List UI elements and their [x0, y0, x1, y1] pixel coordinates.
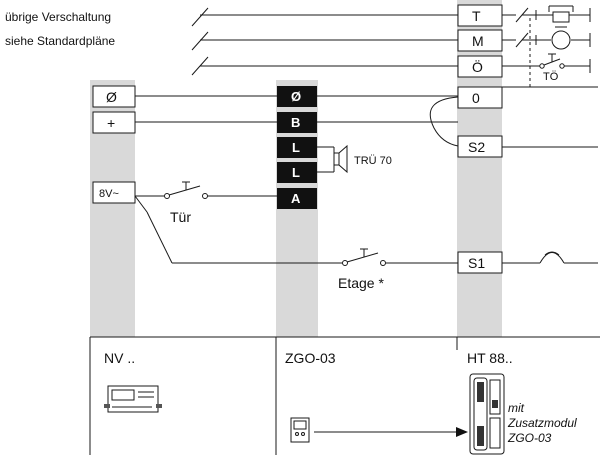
zgo-l1-label: L — [292, 140, 300, 155]
to-label: TÖ — [543, 71, 559, 83]
power-supply-icon — [104, 385, 162, 413]
terminal-T: T — [457, 4, 503, 27]
device-row — [89, 336, 600, 455]
s1-bell — [502, 251, 598, 264]
nv-plus-label: + — [107, 115, 115, 131]
zgo-device-label: ZGO-03 — [285, 350, 336, 366]
terminal-M: M — [457, 29, 503, 52]
terminal-S1-label: S1 — [468, 255, 485, 271]
door-switch-label: Tür — [170, 209, 191, 225]
zgo-l2-label: L — [292, 165, 300, 180]
terminal-0: 0 — [457, 86, 503, 109]
zgo-oslash-label: Ø — [291, 89, 301, 104]
terminal-nv-plus: + — [92, 111, 136, 134]
zgo-module-icon — [290, 417, 310, 443]
floor-switch-label: Etage * — [338, 275, 384, 291]
terminal-0-label: 0 — [472, 90, 480, 106]
upper-wires — [191, 7, 458, 76]
t-switch-symbol — [502, 5, 591, 23]
note-line-1: übrige Verschaltung — [5, 10, 111, 24]
speaker-label: TRÜ 70 — [354, 155, 392, 167]
addon-line-1: mit — [508, 401, 525, 415]
terminal-M-label: M — [472, 33, 484, 49]
nv-device-label: NV .. — [104, 350, 135, 366]
zgo-terminals: Ø B L L A — [277, 86, 317, 209]
zgo-a-label: A — [291, 191, 301, 206]
oe-switch-symbol: TÖ — [502, 53, 591, 83]
note-line-2: siehe Standardpläne — [5, 34, 115, 48]
terminal-nv-oslash: Ø — [92, 85, 136, 108]
terminal-S2: S2 — [457, 135, 503, 158]
door-switch: Tür — [135, 181, 277, 225]
terminal-S1: S1 — [457, 251, 503, 274]
ht-device-label: HT 88.. — [467, 350, 513, 366]
terminal-OE-label: Ö — [472, 58, 483, 75]
floor-switch: Etage * — [134, 195, 458, 291]
zero-bus — [502, 18, 598, 88]
bridge-0-s2 — [429, 96, 459, 147]
addon-line-2: Zusatzmodul — [507, 416, 577, 430]
speaker-symbol: TRÜ 70 — [317, 144, 392, 174]
nv-8v-label: 8V~ — [99, 188, 119, 200]
nv-oslash-label: Ø — [106, 89, 117, 105]
terminal-T-label: T — [472, 8, 481, 24]
m-switch-symbol — [502, 26, 591, 50]
terminal-nv-8v: 8V~ — [92, 181, 136, 204]
addon-line-3: ZGO-03 — [507, 431, 552, 445]
zgo-b-label: B — [291, 115, 300, 130]
handset-icon — [469, 373, 505, 455]
terminal-OE: Ö — [457, 55, 503, 78]
module-arrow-head — [456, 427, 468, 437]
terminal-S2-label: S2 — [468, 139, 485, 155]
